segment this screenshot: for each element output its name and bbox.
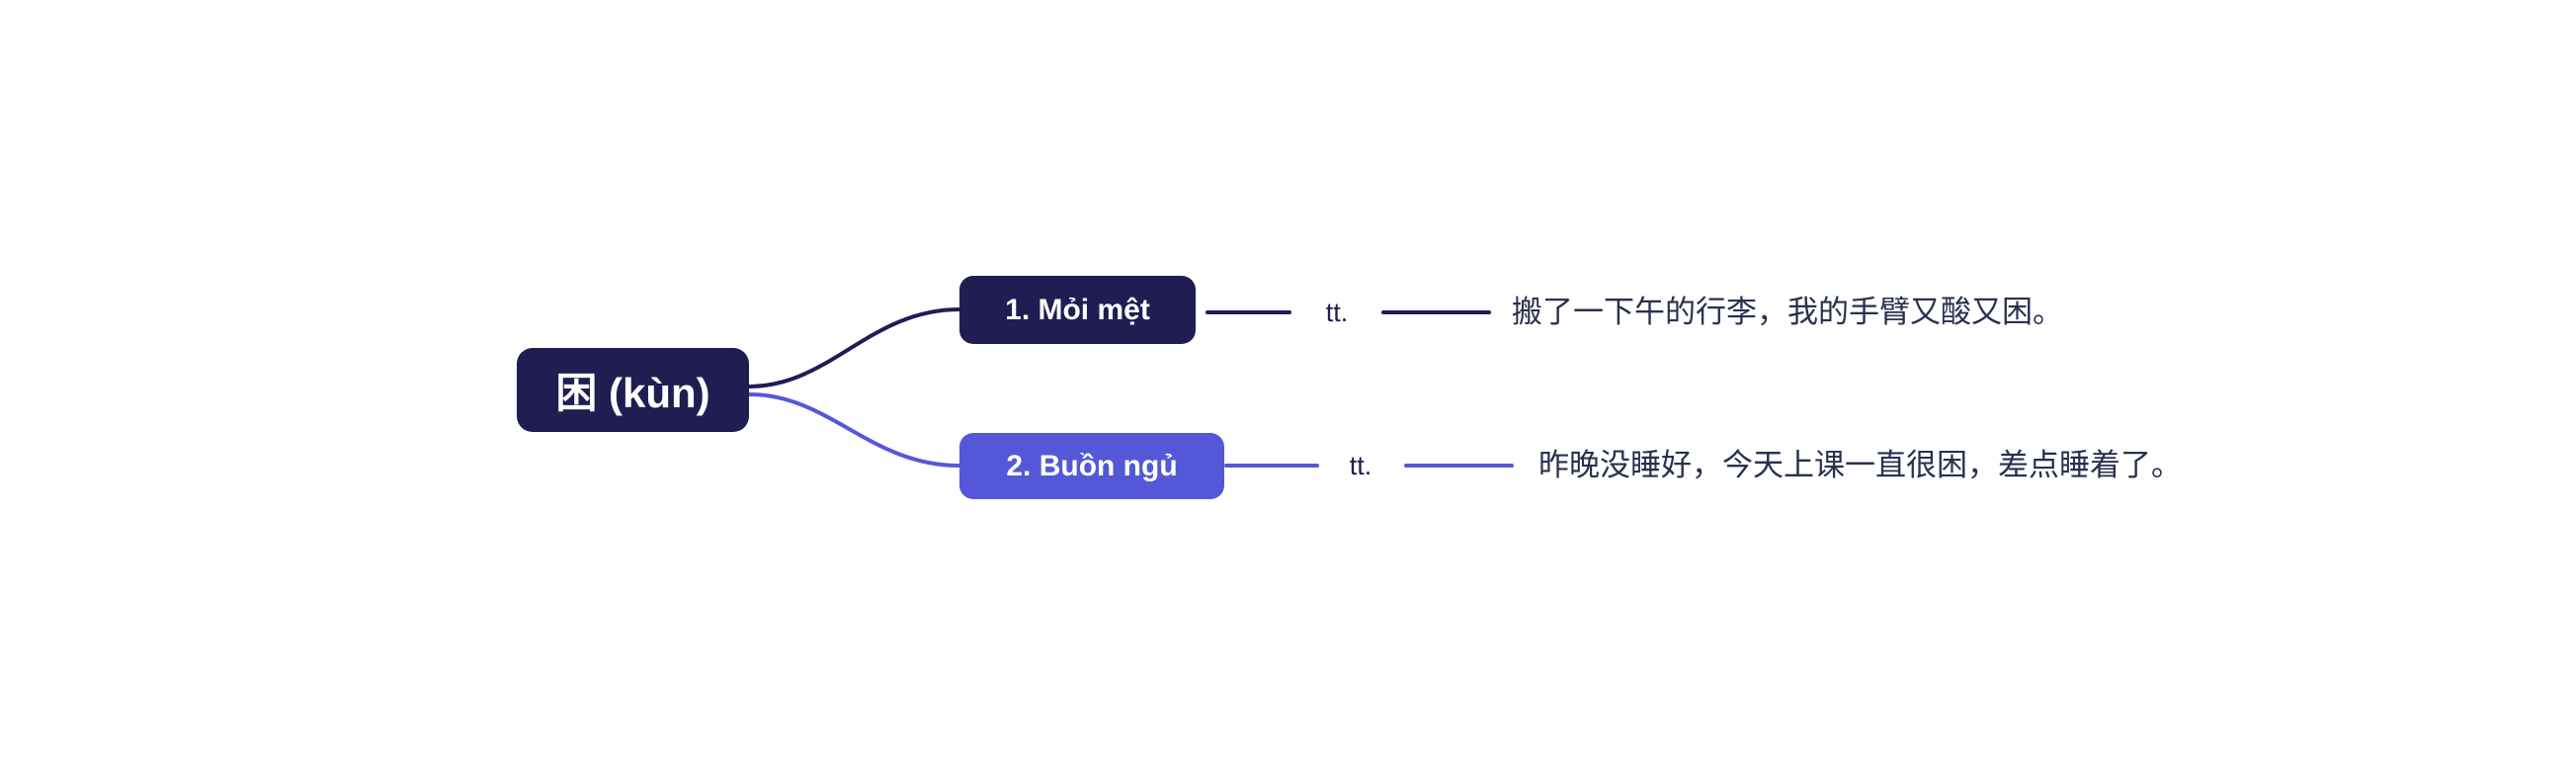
pos-tag-label: tt.	[1349, 450, 1372, 480]
root-topic-label: 困 (kùn)	[555, 370, 710, 416]
branch-node-label: 1. Mỏi mệt	[1005, 293, 1150, 326]
example-sentence-node-1[interactable]: 搬了一下午的行李，我的手臂又酸又困。	[1512, 296, 2063, 329]
root-topic-node[interactable]: 困 (kùn)	[517, 348, 749, 432]
example-sentence-text: 昨晚没睡好，今天上课一直很困，差点睡着了。	[1538, 448, 2182, 482]
connector-root-to-branch-1	[747, 307, 961, 388]
branch-node-moi-met[interactable]: 1. Mỏi mệt	[959, 276, 1196, 344]
branch-node-buon-ngu[interactable]: 2. Buồn ngủ	[959, 433, 1224, 499]
branch-node-label: 2. Buồn ngủ	[1006, 449, 1178, 482]
example-sentence-text: 搬了一下午的行李，我的手臂又酸又困。	[1512, 295, 2063, 329]
pos-tag-label: tt.	[1325, 297, 1349, 327]
connector-root-to-branch-2	[747, 392, 961, 468]
pos-tag-node-1[interactable]: tt.	[1314, 296, 1360, 329]
pos-tag-node-2[interactable]: tt.	[1338, 449, 1383, 482]
example-sentence-node-2[interactable]: 昨晚没睡好，今天上课一直很困，差点睡着了。	[1538, 449, 2182, 482]
